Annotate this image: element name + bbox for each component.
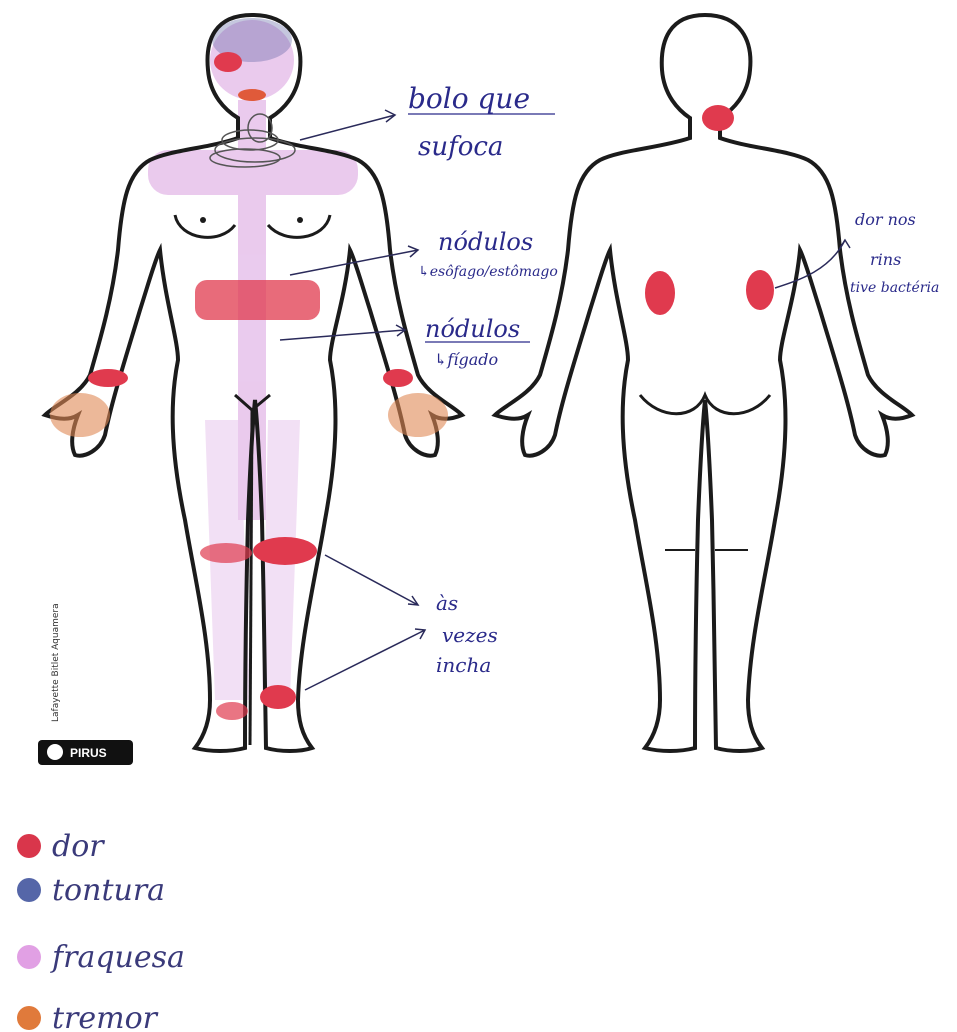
legend-item-tontura: tontura — [17, 873, 165, 908]
annotation-inchar-3: incha — [436, 653, 491, 677]
svg-text:dor: dor — [52, 829, 105, 864]
pain-mark-right-ankle — [260, 685, 296, 709]
watermark-logo-text: PIRUS — [70, 746, 107, 760]
pain-mark-right-knee — [253, 537, 317, 565]
annotation-dor-rins-2: rins — [870, 250, 901, 269]
pain-mark-left-kidney — [645, 271, 675, 315]
back-body-figure — [495, 15, 912, 751]
pain-mark-left-ankle — [216, 702, 248, 720]
annotations: bolo que sufoca nódulos ↳esôfago/estômag… — [408, 82, 939, 677]
pain-mark-right-wrist — [383, 369, 413, 387]
legend-item-tremor: tremor — [17, 1001, 159, 1032]
svg-text:tontura: tontura — [52, 873, 165, 908]
pain-mark-right-kidney — [746, 270, 774, 310]
annotation-inchar-2: vezes — [442, 623, 498, 647]
legend-item-fraquesa: fraquesa — [17, 940, 185, 975]
tremor-mark-right-hand — [388, 393, 448, 437]
pain-mark-left-wrist — [88, 369, 128, 387]
pain-mark-mouth — [238, 89, 266, 101]
pain-mark-eye — [214, 52, 242, 72]
annotation-figado: ↳fígado — [434, 350, 498, 369]
svg-text:fraquesa: fraquesa — [50, 940, 185, 975]
front-body-figure — [45, 15, 462, 751]
pain-mark-back-neck — [702, 105, 734, 131]
annotation-esofago: ↳esôfago/estômago — [418, 264, 558, 280]
annotation-nodulos-2: nódulos — [425, 315, 520, 343]
annotation-inchar-1: às — [436, 591, 458, 615]
pain-mark-left-knee — [200, 543, 252, 563]
legend-item-dor: dor — [17, 829, 105, 864]
pain-mark-stomach — [195, 280, 320, 320]
watermark-vertical-text: Lafayette Bitlet Aquamera — [51, 603, 61, 722]
annotation-dor-rins-3: tive bactéria — [850, 280, 939, 296]
tremor-mark-left-hand — [50, 393, 110, 437]
annotation-bolo-line2: sufoca — [418, 132, 503, 162]
legend: dor tontura fraquesa tremor — [17, 829, 185, 1032]
annotation-nodulos-1: nódulos — [438, 228, 533, 256]
front-inner-legs — [250, 410, 252, 745]
svg-text:tremor: tremor — [52, 1001, 159, 1032]
annotation-dor-rins-1: dor nos — [855, 210, 916, 229]
annotation-bolo-line1: bolo que — [408, 82, 530, 115]
watermark: Lafayette Bitlet Aquamera PIRUS — [38, 603, 133, 765]
back-body-outline — [495, 15, 912, 751]
